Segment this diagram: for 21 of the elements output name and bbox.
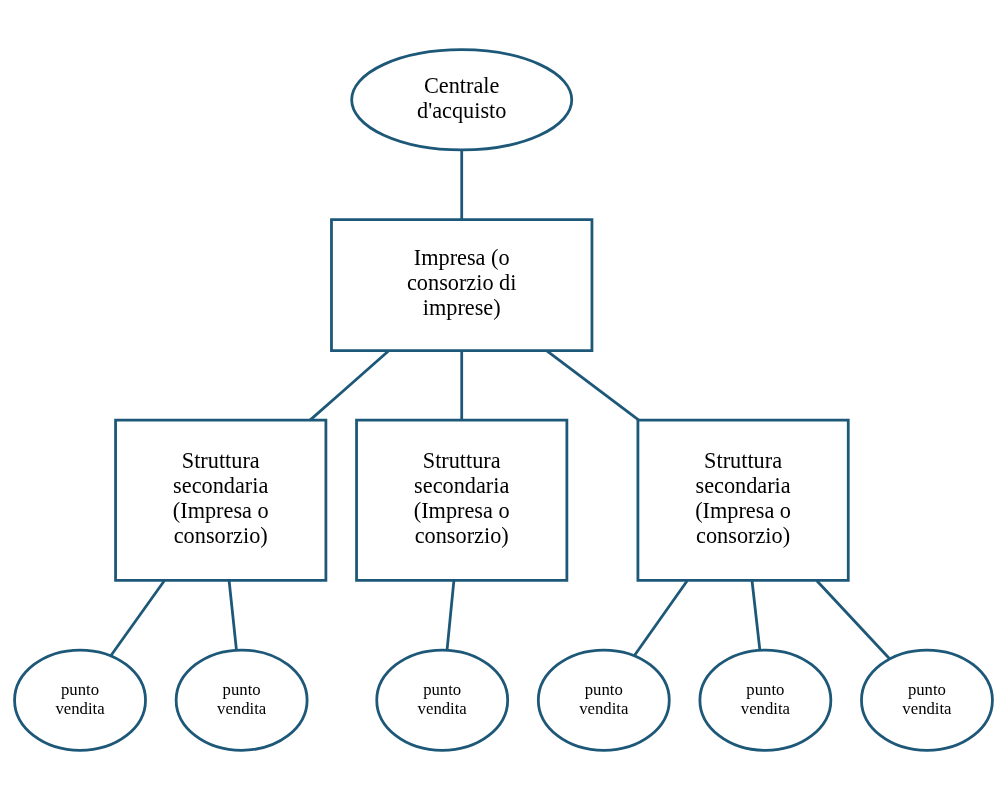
node-ellipse: punto vendita [536, 648, 671, 752]
connector [750, 580, 761, 650]
connector [815, 579, 891, 660]
node-box: Struttura secondaria (Impresa o consorzio) [354, 418, 568, 582]
node-ellipse: punto vendita [698, 648, 832, 752]
node-ellipse: Centrale d'acquisto [349, 48, 573, 152]
node-ellipse: punto vendita [859, 648, 994, 752]
node-box: Impresa (o consorzio di imprese) [329, 218, 593, 352]
node-box: Struttura secondaria (Impresa o consorzio) [636, 418, 850, 582]
connector [109, 579, 165, 657]
connector [459, 350, 463, 421]
node-ellipse: punto vendita [374, 648, 509, 752]
node-box: Struttura secondaria (Impresa o consorzio) [113, 418, 327, 582]
node-ellipse: punto vendita [12, 648, 147, 752]
node-ellipse: punto vendita [174, 648, 308, 752]
connector [308, 349, 390, 422]
connector [632, 579, 688, 657]
connector [459, 150, 463, 220]
connector [545, 349, 640, 422]
connector [445, 580, 455, 650]
connector [227, 580, 238, 650]
